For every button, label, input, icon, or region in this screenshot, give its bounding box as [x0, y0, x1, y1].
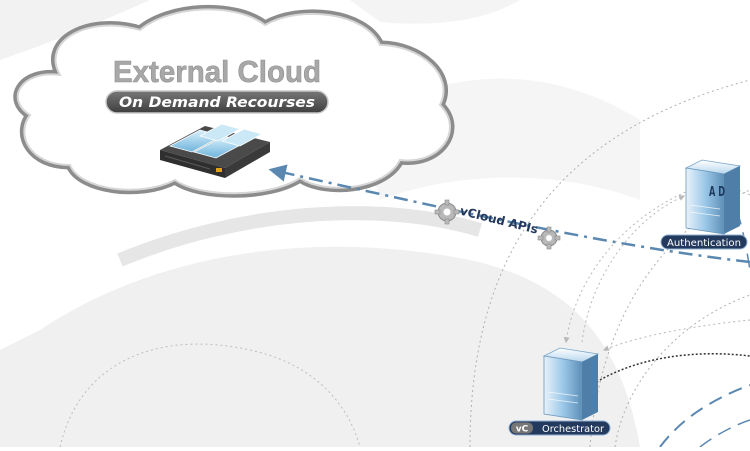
background-decoration: [0, 0, 640, 448]
authentication-label-pill: [660, 234, 748, 250]
blade-server-icon: [160, 123, 270, 178]
auth-server-badge: A D: [709, 185, 725, 200]
tower-server-icon: [684, 159, 742, 235]
orchestrator-node: vC Orchestrator: [508, 347, 611, 436]
authentication-node: A D Authentication: [660, 159, 748, 250]
orchestrator-badge-box: [511, 422, 533, 434]
cloud-subtitle-pill: [105, 90, 329, 114]
orchestrator-label-pill: [508, 420, 611, 436]
orchestrator-label: Orchestrator: [542, 424, 605, 435]
orbit-arcs: [469, 79, 750, 448]
orchestrator-badge: vC: [516, 425, 529, 435]
cloud-subtitle: On Demand Recourses: [119, 95, 315, 111]
tower-server-icon: [542, 347, 600, 421]
external-cloud: External Cloud On Demand Recourses: [13, 5, 455, 198]
gear-icon: [537, 226, 561, 250]
gear-icon: [434, 199, 460, 225]
authentication-label: Authentication: [667, 238, 741, 249]
api-link-line: [268, 164, 750, 264]
orchestrator-link: [592, 353, 750, 385]
cloud-title: External Cloud: [113, 54, 321, 89]
